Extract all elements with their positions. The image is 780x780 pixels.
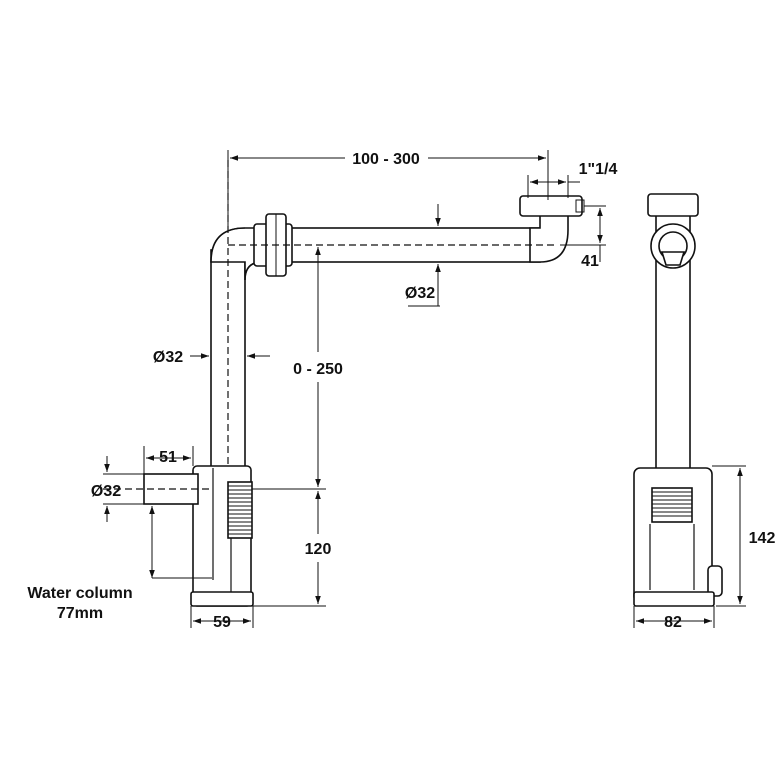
side-drain-plug bbox=[707, 565, 723, 597]
label-inlet-depth: 51 bbox=[159, 449, 177, 466]
side-thread-section bbox=[651, 487, 693, 523]
thread-section bbox=[227, 481, 253, 539]
label-base-height: 120 bbox=[305, 541, 332, 558]
label-thread-size: 1"1/4 bbox=[579, 161, 618, 178]
label-pipe-diameter-vertical: Ø32 bbox=[153, 349, 183, 366]
side-view bbox=[633, 193, 723, 607]
label-side-height: 142 bbox=[749, 530, 776, 547]
label-water-column-title: Water column bbox=[27, 585, 132, 602]
label-side-width: 82 bbox=[664, 614, 682, 631]
label-inlet-diameter: Ø32 bbox=[91, 483, 121, 500]
label-base-width-front: 59 bbox=[213, 614, 231, 631]
label-vertical-range: 0 - 250 bbox=[293, 361, 343, 378]
label-length-range: 100 - 300 bbox=[352, 151, 420, 168]
base-plate bbox=[190, 591, 254, 607]
front-view bbox=[103, 160, 585, 607]
side-base-plate bbox=[633, 591, 715, 607]
label-water-column-value: 77mm bbox=[57, 605, 103, 622]
label-pipe-diameter-horizontal: Ø32 bbox=[405, 285, 435, 302]
outlet-bend bbox=[529, 211, 569, 263]
outlet-nut bbox=[519, 195, 583, 217]
dimension-lines bbox=[103, 150, 746, 628]
label-outlet-height: 41 bbox=[581, 253, 599, 270]
vertical-pipe bbox=[210, 249, 246, 486]
side-top-nut bbox=[647, 193, 699, 217]
